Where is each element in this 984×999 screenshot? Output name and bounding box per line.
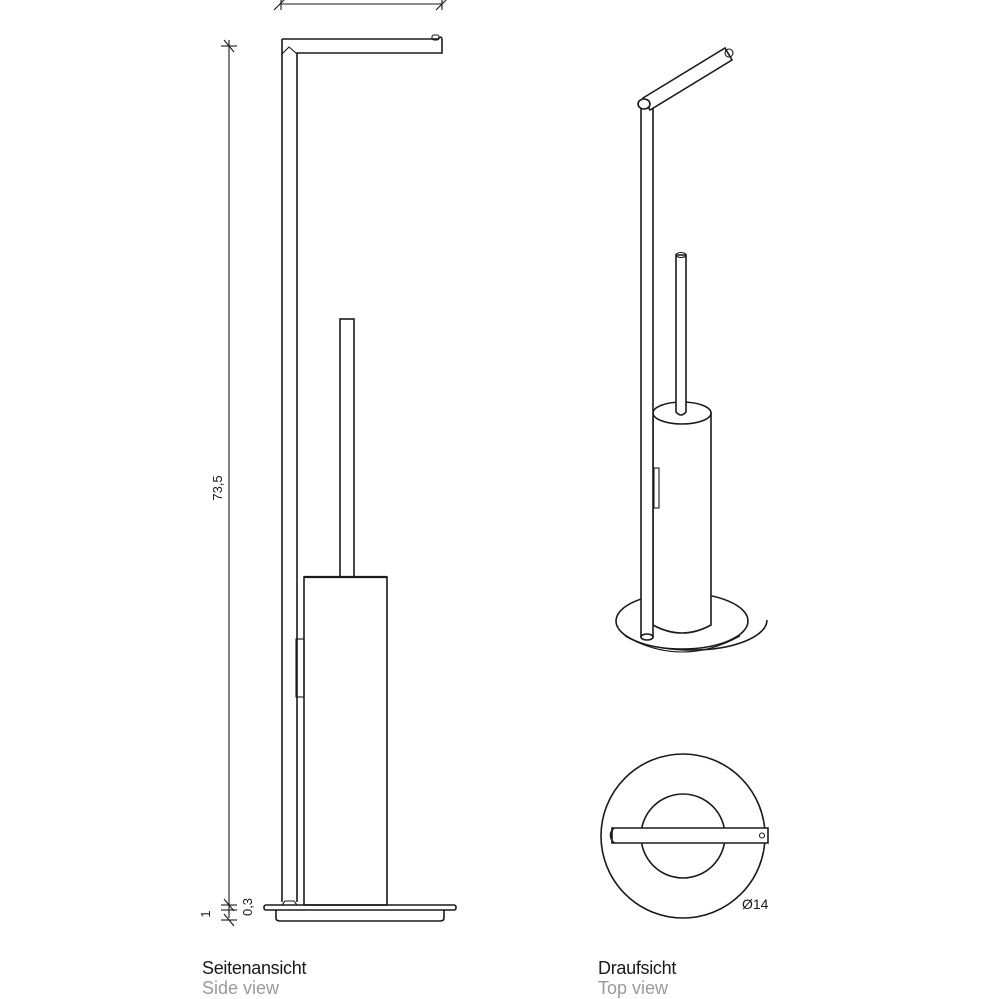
base-offset-label: 0,3 (240, 898, 255, 916)
base-diameter-label: Ø14 (742, 896, 769, 912)
side-view-title: Seitenansicht (202, 958, 307, 978)
side-view: 73,5 1 0,3 (198, 0, 457, 927)
base-plate (263, 900, 457, 922)
perspective-post (640, 103, 654, 641)
height-dimension (221, 39, 237, 927)
perspective-brush-handle (675, 251, 687, 416)
perspective-container (652, 401, 712, 634)
top-view-arm (609, 827, 769, 844)
brush-container (295, 575, 388, 906)
top-width-dimension (273, 0, 447, 11)
top-view: Ø14 (600, 753, 769, 919)
top-view-subtitle: Top view (598, 978, 669, 998)
top-view-title: Draufsicht (598, 958, 677, 978)
brush-handle (339, 318, 355, 578)
height-dimension-label: 73,5 (210, 475, 225, 500)
perspective-view (615, 46, 768, 653)
perspective-arm (637, 46, 734, 112)
side-view-subtitle: Side view (202, 978, 280, 998)
base-thickness-label: 1 (198, 910, 213, 917)
paper-holder-post (281, 34, 443, 902)
